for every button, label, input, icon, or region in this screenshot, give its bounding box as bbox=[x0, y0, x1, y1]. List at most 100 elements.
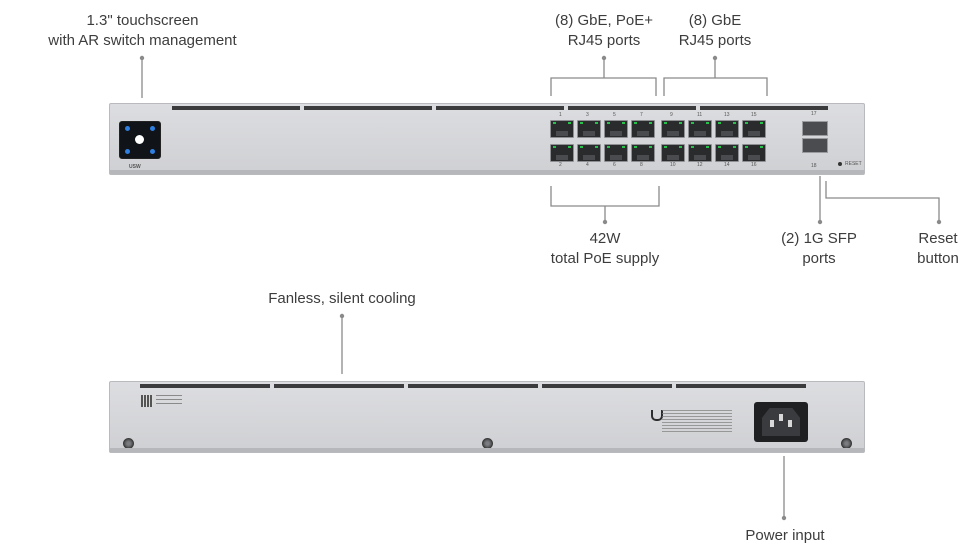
touchscreen-callout-line1: 1.3" touchscreen bbox=[86, 12, 199, 29]
port-led bbox=[649, 146, 652, 148]
sfp-port[interactable] bbox=[802, 121, 828, 136]
poe-ports-callout: (8) GbE, PoE+ RJ45 ports bbox=[548, 11, 660, 51]
port-led bbox=[760, 146, 763, 148]
power-callout: Power input bbox=[730, 526, 840, 546]
port-led bbox=[733, 146, 736, 148]
port-led bbox=[580, 146, 583, 148]
port-led bbox=[745, 146, 748, 148]
rj45-port-11[interactable] bbox=[688, 120, 712, 138]
port-number: 1 bbox=[559, 112, 562, 118]
lcd-icon bbox=[125, 149, 130, 154]
power-pin bbox=[770, 420, 774, 427]
port-led bbox=[568, 146, 571, 148]
rear-vent bbox=[274, 384, 404, 388]
port-number: 16 bbox=[751, 162, 757, 168]
cooling-callout-line1: Fanless, silent cooling bbox=[268, 290, 416, 307]
reset-callout-line1: Reset bbox=[918, 230, 958, 247]
lcd-icon bbox=[150, 126, 155, 131]
rj45-port-6[interactable] bbox=[604, 144, 628, 162]
sfp-number: 17 bbox=[811, 111, 817, 117]
rj45-port-9[interactable] bbox=[661, 120, 685, 138]
power-pin bbox=[788, 420, 792, 427]
port-led bbox=[568, 122, 571, 124]
port-led bbox=[553, 122, 556, 124]
callout-dot bbox=[601, 55, 607, 61]
touchscreen-callout-line2: with AR switch management bbox=[48, 32, 237, 49]
reset-leader bbox=[825, 181, 940, 222]
sfp-port[interactable] bbox=[802, 138, 828, 153]
reset-callout-line2: button bbox=[917, 250, 959, 267]
rj45-port-13[interactable] bbox=[715, 120, 739, 138]
callout-dot bbox=[339, 313, 345, 319]
rear-vent bbox=[676, 384, 806, 388]
rj45-port-2[interactable] bbox=[550, 144, 574, 162]
rj45-port-12[interactable] bbox=[688, 144, 712, 162]
poe-ports-callout-line1: (8) GbE, PoE+ bbox=[555, 12, 653, 29]
regulatory-marks bbox=[662, 410, 732, 432]
rj45-port-3[interactable] bbox=[577, 120, 601, 138]
port-number: 11 bbox=[697, 112, 703, 118]
power-callout-line1: Power input bbox=[745, 527, 825, 544]
power-inlet[interactable] bbox=[754, 402, 808, 442]
poe-ports-bracket bbox=[550, 77, 657, 96]
port-led bbox=[634, 146, 637, 148]
cooling-callout: Fanless, silent cooling bbox=[252, 289, 432, 309]
top-vent bbox=[304, 106, 432, 110]
rj45-port-4[interactable] bbox=[577, 144, 601, 162]
gbe-ports-callout-line2: RJ45 ports bbox=[678, 32, 752, 49]
port-led bbox=[718, 146, 721, 148]
rj45-port-1[interactable] bbox=[550, 120, 574, 138]
poe-supply-bracket bbox=[550, 186, 660, 207]
port-led bbox=[733, 122, 736, 124]
port-led bbox=[622, 122, 625, 124]
power-inlet-socket bbox=[762, 408, 800, 436]
poe-supply-callout-line1: 42W bbox=[589, 230, 621, 247]
lcd-icon bbox=[150, 149, 155, 154]
rj45-port-14[interactable] bbox=[715, 144, 739, 162]
port-led bbox=[706, 122, 709, 124]
touchscreen-display[interactable] bbox=[119, 121, 161, 159]
port-number: 15 bbox=[751, 112, 757, 118]
port-led bbox=[553, 146, 556, 148]
qr-code-icon bbox=[141, 395, 153, 407]
model-label: USW bbox=[129, 164, 141, 170]
port-number: 12 bbox=[697, 162, 703, 168]
poe-supply-callout: 42W total PoE supply bbox=[540, 229, 670, 269]
callout-dot bbox=[936, 219, 942, 225]
rj45-port-10[interactable] bbox=[661, 144, 685, 162]
callout-dot bbox=[712, 55, 718, 61]
poe-supply-callout-line2: total PoE supply bbox=[550, 250, 660, 267]
port-number: 3 bbox=[586, 112, 589, 118]
port-led bbox=[706, 146, 709, 148]
gbe-ports-bracket bbox=[663, 77, 768, 96]
port-number: 6 bbox=[613, 162, 616, 168]
rj45-port-8[interactable] bbox=[631, 144, 655, 162]
port-led bbox=[718, 122, 721, 124]
reset-label: RESET bbox=[845, 161, 862, 167]
rj45-port-16[interactable] bbox=[742, 144, 766, 162]
port-led bbox=[595, 122, 598, 124]
port-led bbox=[745, 122, 748, 124]
top-vent bbox=[700, 106, 828, 110]
sfp-callout-line2: ports bbox=[802, 250, 836, 267]
port-led bbox=[607, 122, 610, 124]
rj45-port-15[interactable] bbox=[742, 120, 766, 138]
port-led bbox=[760, 122, 763, 124]
sfp-callout: (2) 1G SFP ports bbox=[772, 229, 866, 269]
rear-vent bbox=[140, 384, 270, 388]
port-number: 5 bbox=[613, 112, 616, 118]
top-vent bbox=[436, 106, 564, 110]
gbe-ports-callout-line1: (8) GbE bbox=[688, 12, 742, 29]
callout-dot bbox=[817, 219, 823, 225]
rj45-port-5[interactable] bbox=[604, 120, 628, 138]
rj45-port-7[interactable] bbox=[631, 120, 655, 138]
port-number: 2 bbox=[559, 162, 562, 168]
reset-button[interactable] bbox=[838, 162, 842, 166]
port-number: 13 bbox=[724, 112, 730, 118]
port-led bbox=[691, 122, 694, 124]
callout-dot bbox=[781, 515, 787, 521]
port-number: 9 bbox=[670, 112, 673, 118]
port-led bbox=[595, 146, 598, 148]
